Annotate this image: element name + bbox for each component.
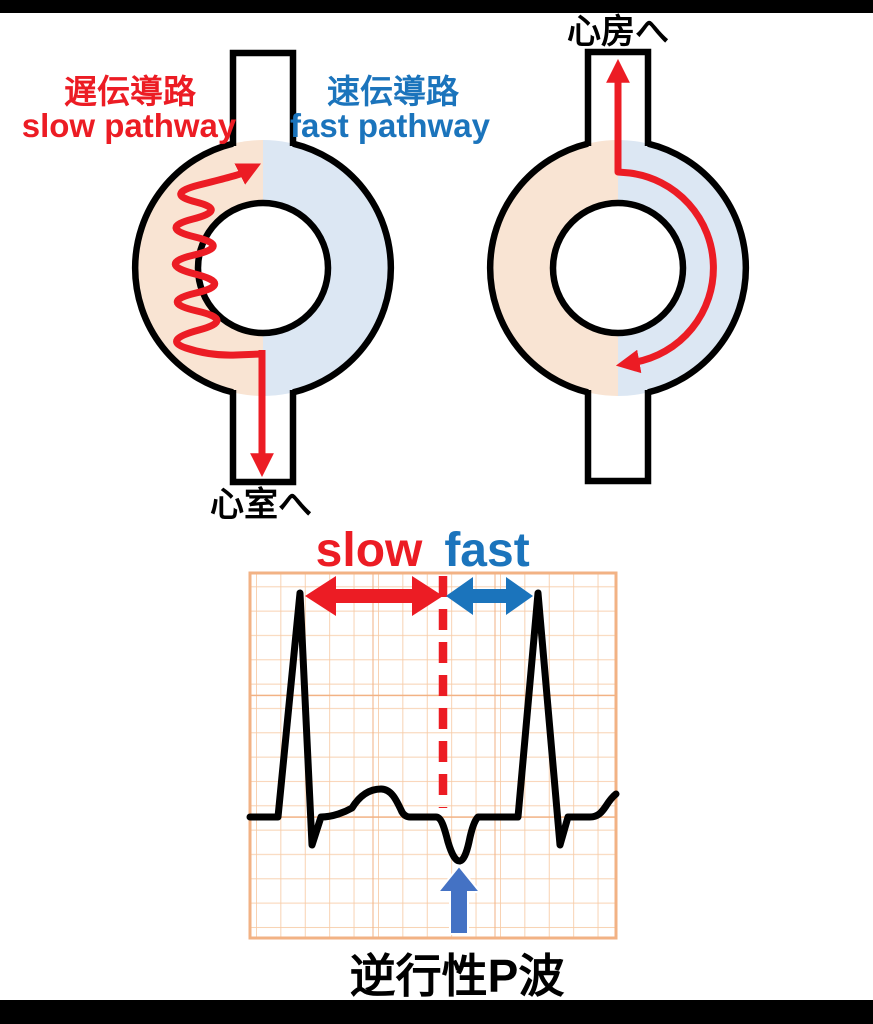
ring-outline-left — [486, 140, 589, 396]
slow-interval-arrow — [305, 576, 443, 616]
to-ventricle-label: 心室へ — [210, 485, 312, 524]
fast-pathway-label-en: fast pathway — [290, 107, 491, 144]
fast-interval-arrow — [446, 577, 533, 615]
retrograde-p-arrow — [435, 864, 483, 935]
slow-conduction-wavy-arrow — [171, 163, 266, 359]
top-bar — [0, 0, 873, 13]
fast-pathway-label-jp: 速伝導路 — [327, 73, 460, 110]
ring-outline-left — [131, 140, 234, 396]
ecg-trace — [246, 589, 620, 865]
bottom-bar — [0, 1000, 873, 1024]
slow-interval-label: slow — [316, 524, 423, 577]
slow-pathway-label-jp: 遅伝導路 — [64, 73, 197, 110]
ring-inner-hole — [549, 199, 687, 337]
ventricular-channel — [229, 390, 297, 486]
avnrt-fast-figure: 心房へ — [486, 13, 750, 485]
atrial-channel — [229, 49, 297, 146]
fast-retrograde-arc-arrow — [614, 168, 717, 374]
ring-inner-hole — [194, 199, 332, 337]
avnrt-slow-figure: 遅伝導路 slow pathway 速伝導路 fast pathway 心室へ — [22, 49, 491, 524]
ecg-panel: slow fast 逆行性P波 — [246, 524, 620, 1002]
ventricular-channel — [584, 390, 652, 485]
ring-outline-right — [647, 140, 750, 396]
to-atrium-label: 心房へ — [567, 13, 669, 51]
slow-pathway-label-en: slow pathway — [22, 107, 237, 144]
fast-interval-label: fast — [444, 524, 529, 577]
ring-outline-right — [292, 140, 395, 396]
retrograde-p-label: 逆行性P波 — [350, 950, 565, 1002]
atrial-channel — [584, 48, 652, 146]
